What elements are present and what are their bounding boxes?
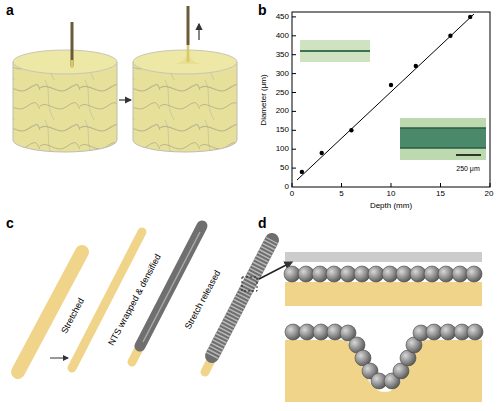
process-arrow bbox=[50, 358, 68, 359]
panel-letter: b bbox=[258, 3, 267, 17]
panel-letter: c bbox=[6, 216, 14, 230]
tick-label: 15 bbox=[436, 190, 445, 198]
tick-label: 300 bbox=[276, 70, 289, 78]
scale-bar-label: 250 μm bbox=[456, 165, 480, 172]
tick-label: 150 bbox=[276, 126, 289, 134]
inset-thick-fiber bbox=[400, 118, 486, 160]
beaker-right bbox=[133, 6, 237, 152]
wrinkle-buckled bbox=[285, 324, 483, 402]
tick-label: 100 bbox=[276, 145, 289, 153]
beaker-left bbox=[13, 22, 117, 152]
inset-thin-fiber bbox=[300, 40, 370, 62]
wrinkle-flat bbox=[284, 252, 482, 306]
tick-label: 10 bbox=[387, 190, 396, 198]
tick-label: 200 bbox=[276, 107, 289, 115]
tick-label: 250 bbox=[276, 89, 289, 97]
plot-frame bbox=[292, 12, 490, 187]
tick-label: 20 bbox=[485, 190, 494, 198]
tick-label: 0 bbox=[290, 190, 294, 198]
tick-label: 0 bbox=[285, 183, 289, 191]
tick-label: 350 bbox=[276, 51, 289, 59]
process-arrow bbox=[119, 99, 131, 100]
axis-title: Depth (mm) bbox=[370, 202, 412, 210]
released-rod bbox=[205, 240, 272, 372]
panel-letter: a bbox=[6, 3, 14, 17]
axis-title: Diameter (μm) bbox=[260, 74, 268, 125]
tick-label: 400 bbox=[276, 32, 289, 40]
step-label: Stretch released bbox=[184, 269, 223, 331]
tick-label: 50 bbox=[280, 164, 289, 172]
panel-letter: d bbox=[258, 216, 267, 230]
tick-label: 450 bbox=[276, 13, 289, 21]
tick-label: 5 bbox=[339, 190, 343, 198]
step-label: Stretched bbox=[60, 297, 86, 335]
step-label: NTS wrapped & densified bbox=[107, 253, 163, 347]
